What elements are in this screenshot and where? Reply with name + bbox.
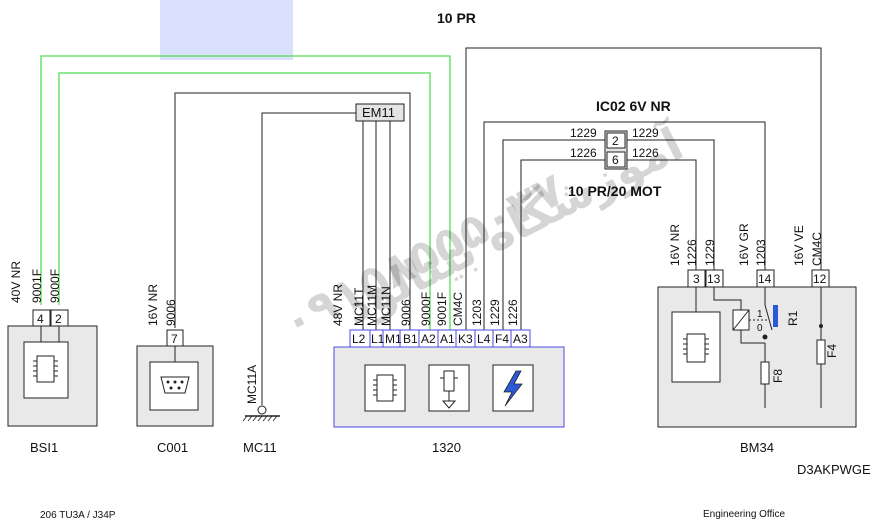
bm34-wire-1226: 1226 bbox=[685, 239, 699, 266]
bm34-name: BM34 bbox=[740, 440, 774, 455]
ecu-connector: 48V NR bbox=[331, 284, 345, 326]
mc11-ground: MC11A MC11 bbox=[242, 365, 280, 455]
ecu-1320-component: 48V NR MC11T MC11M MC11N 9006 9000F 9001… bbox=[331, 284, 565, 455]
splice-wire-1226-left: 1226 bbox=[570, 146, 597, 160]
ecu-wire-9000f: 9000F bbox=[419, 292, 433, 326]
ecu-pin-a1: A1 bbox=[440, 332, 455, 346]
bm34-connector-nr: 16V NR bbox=[668, 224, 682, 266]
wire-1203 bbox=[483, 121, 766, 330]
spark-icon bbox=[503, 370, 523, 407]
switch-mark-1: 1 bbox=[757, 309, 763, 320]
splice-wire-1226-right: 1226 bbox=[632, 146, 659, 160]
wire-9001f-green bbox=[40, 55, 451, 330]
wire-cm4c bbox=[465, 47, 822, 330]
bm34-pin-12: 12 bbox=[813, 272, 827, 286]
bsi1-name: BSI1 bbox=[30, 440, 58, 455]
splice-wire-1229-right: 1229 bbox=[632, 126, 659, 140]
bm34-pin-13: 13 bbox=[707, 272, 721, 286]
bm34-wire-1203: 1203 bbox=[754, 239, 768, 266]
splice-subtitle: 10 PR/20 MOT bbox=[568, 183, 662, 199]
mc11-wire-label: MC11A bbox=[245, 365, 259, 404]
bm34-wire-1229: 1229 bbox=[703, 239, 717, 266]
relay-label: R1 bbox=[786, 310, 800, 326]
c001-name: C001 bbox=[157, 440, 188, 455]
bsi1-pin-4: 4 bbox=[37, 312, 44, 326]
ecu-wire-1203: 1203 bbox=[470, 299, 484, 326]
splice-title: IC02 6V NR bbox=[596, 98, 671, 114]
wire-9000f-green bbox=[58, 72, 431, 330]
c001-connector: 16V NR bbox=[146, 284, 160, 326]
relay-blue-contact bbox=[773, 305, 778, 327]
wire-9006-c001 bbox=[174, 92, 411, 330]
wire-1229-b bbox=[627, 139, 715, 270]
bsi1-pin-2: 2 bbox=[55, 312, 62, 326]
footer-left: 206 TU3A / J34P bbox=[40, 510, 116, 521]
green-wires bbox=[40, 55, 451, 330]
bsi1-wire-9001f: 9001F bbox=[30, 269, 44, 303]
splice-pin-6: 6 bbox=[612, 153, 619, 167]
mc11-name: MC11 bbox=[243, 440, 277, 455]
bm34-connector-ve: 16V VE bbox=[792, 225, 806, 266]
bsi1-component: 40V NR 9001F 9000F 4 2 BSI1 bbox=[7, 261, 98, 455]
bm34-chip-icon bbox=[683, 333, 709, 363]
ecu-pin-a2: A2 bbox=[421, 332, 436, 346]
ecu-wire-1226: 1226 bbox=[506, 299, 520, 326]
em11-label: EM11 bbox=[362, 105, 395, 120]
ecu-pin-m1: M1 bbox=[385, 332, 402, 346]
wire-1226-b bbox=[627, 159, 697, 270]
relay-circuit bbox=[713, 287, 826, 408]
bm34-pin-14: 14 bbox=[758, 272, 772, 286]
highlight-box bbox=[160, 0, 293, 60]
em11-box bbox=[355, 103, 405, 122]
ecu-pin-a3: A3 bbox=[513, 332, 528, 346]
switch-mark-0: 0 bbox=[757, 323, 763, 334]
bm34-component: 16V NR 1226 1229 16V GR 1203 16V VE CM4C… bbox=[657, 223, 857, 455]
ecu-pin-b1: B1 bbox=[403, 332, 418, 346]
ecu-wire-mc11t: MC11T bbox=[352, 287, 366, 326]
ecu-pin-k3: K3 bbox=[458, 332, 473, 346]
fuse-f4-label: F4 bbox=[825, 344, 839, 358]
diagram-title: 10 PR bbox=[437, 10, 476, 26]
c001-component: 16V NR 9006 7 C001 bbox=[136, 284, 214, 455]
ecu-wire-cm4c: CM4C bbox=[451, 292, 465, 326]
ground-hatch-icon bbox=[242, 415, 278, 422]
splice-wire-1229-left: 1229 bbox=[570, 126, 597, 140]
black-wires bbox=[174, 47, 822, 405]
wire-mc11a bbox=[261, 112, 356, 405]
splice-pin-2: 2 bbox=[612, 134, 619, 148]
bm34-connector-gr: 16V GR bbox=[737, 223, 751, 266]
diagram-ref: D3AKPWGE bbox=[797, 462, 871, 477]
ecu-pin-l1: L1 bbox=[371, 332, 385, 346]
diagnostic-socket-icon bbox=[160, 376, 190, 394]
fuse-f8-label: F8 bbox=[771, 369, 785, 383]
bm34-wire-cm4c: CM4C bbox=[810, 232, 824, 266]
ecu-pin-l4: L4 bbox=[477, 332, 491, 346]
bm34-pin-3: 3 bbox=[693, 272, 700, 286]
footer-right: Engineering Office bbox=[703, 509, 786, 520]
c001-pin-7: 7 bbox=[171, 332, 178, 346]
ecu-wire-mc11m: MC11M bbox=[365, 285, 379, 326]
bsi1-wire-9000f: 9000F bbox=[48, 269, 62, 303]
wire-1226-a bbox=[520, 159, 605, 330]
bsi1-connector: 40V NR bbox=[9, 261, 23, 303]
chip-icon bbox=[33, 355, 58, 383]
ecu-wire-1229: 1229 bbox=[488, 299, 502, 326]
c001-wire-9006: 9006 bbox=[164, 299, 178, 326]
ecu-chip-icon bbox=[373, 374, 397, 402]
ecu-wire-9006: 9006 bbox=[399, 299, 413, 326]
ecu-wire-9001f: 9001F bbox=[435, 292, 449, 326]
ecu-pin-f4: F4 bbox=[495, 332, 509, 346]
injector-icon bbox=[440, 370, 458, 409]
ecu-1320-name: 1320 bbox=[432, 440, 461, 455]
ecu-pin-l2: L2 bbox=[352, 332, 366, 346]
wire-1229-a bbox=[502, 139, 605, 330]
ecu-wire-mc11n: MC11N bbox=[379, 286, 393, 326]
